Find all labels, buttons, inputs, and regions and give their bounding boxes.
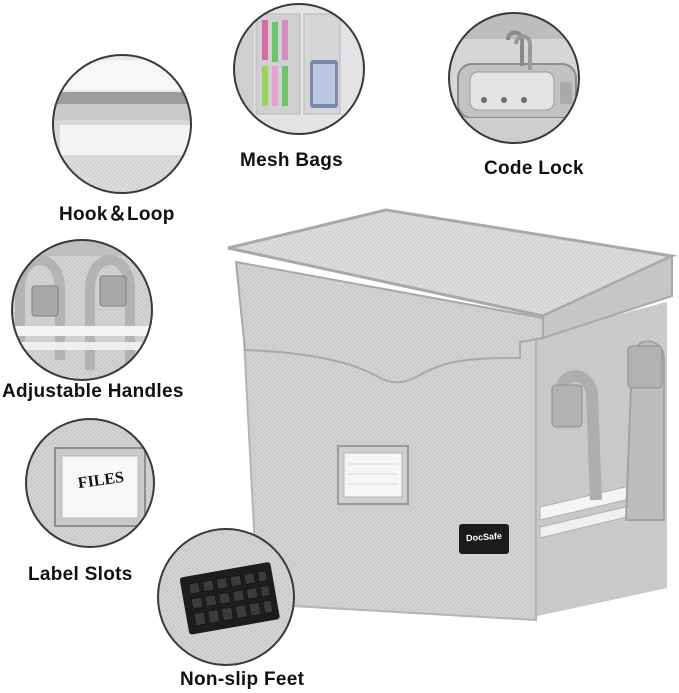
non-slip-feet-detail-image [158, 529, 294, 665]
label-slots-detail-frame [25, 418, 155, 548]
caption-non-slip-feet: Non-slip Feet [180, 669, 305, 690]
storage-box [227, 208, 678, 622]
caption-mesh-bags: Mesh Bags [240, 150, 344, 171]
mesh-bags-detail-image [234, 4, 364, 134]
caption-label-slots: Label Slots [28, 564, 133, 585]
caption-code-lock: Code Lock [484, 158, 584, 179]
brand-logo [459, 524, 509, 554]
non-slip-feet-detail-frame [157, 528, 295, 666]
adjustable-handles-detail-frame [11, 239, 153, 381]
front-label-slot [337, 445, 409, 505]
hook-loop-detail-image [53, 55, 191, 193]
hook-loop-detail-frame [52, 54, 192, 194]
label-slots-detail-image [26, 419, 154, 547]
mesh-bags-detail-frame [233, 3, 365, 135]
caption-hook-loop: Hook＆Loop [59, 204, 175, 225]
box-lid-flap [234, 260, 544, 384]
caption-adjustable-handles: Adjustable Handles [2, 381, 184, 402]
code-lock-detail-frame [448, 12, 580, 144]
